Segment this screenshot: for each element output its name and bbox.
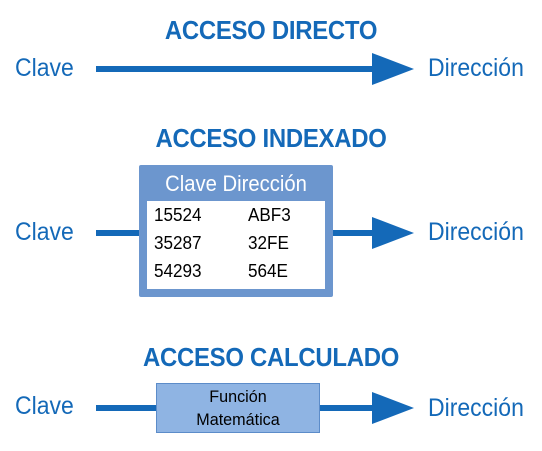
index-key-cell: 35287 [154, 233, 202, 253]
direct-address-label: Dirección [428, 54, 524, 82]
calculated-key-label: Clave [15, 392, 74, 420]
direct-access-title: ACCESO DIRECTO [164, 15, 378, 45]
index-table-row: 54293 564E [147, 261, 325, 287]
direct-key-label: Clave [15, 54, 74, 82]
index-address-cell: 564E [248, 261, 288, 281]
index-key-cell: 15524 [154, 205, 202, 225]
index-address-cell: ABF3 [248, 205, 291, 225]
index-table-row: 35287 32FE [147, 233, 325, 259]
direct-arrow [96, 53, 414, 85]
indexed-address-label: Dirección [428, 218, 524, 246]
index-address-cell: 32FE [248, 233, 289, 253]
indexed-out-arrow [333, 217, 414, 249]
function-label-line2: Matemática [196, 410, 280, 429]
calculated-address-label: Dirección [428, 394, 524, 422]
indexed-access-title: ACCESO INDEXADO [155, 123, 387, 153]
index-table-row: 15524 ABF3 [147, 205, 325, 231]
indexed-key-label: Clave [15, 218, 74, 246]
index-table-header: Clave Dirección [165, 171, 307, 196]
calculated-out-arrow [320, 392, 414, 424]
math-function-box: Función Matemática [156, 383, 320, 433]
function-label-line1: Función [209, 387, 267, 406]
index-key-cell: 54293 [154, 261, 202, 281]
index-table: Clave Dirección 15524 ABF3 35287 32FE 54… [139, 165, 333, 297]
index-table-body: 15524 ABF3 35287 32FE 54293 564E [147, 201, 325, 289]
calculated-access-title: ACCESO CALCULADO [142, 342, 400, 372]
